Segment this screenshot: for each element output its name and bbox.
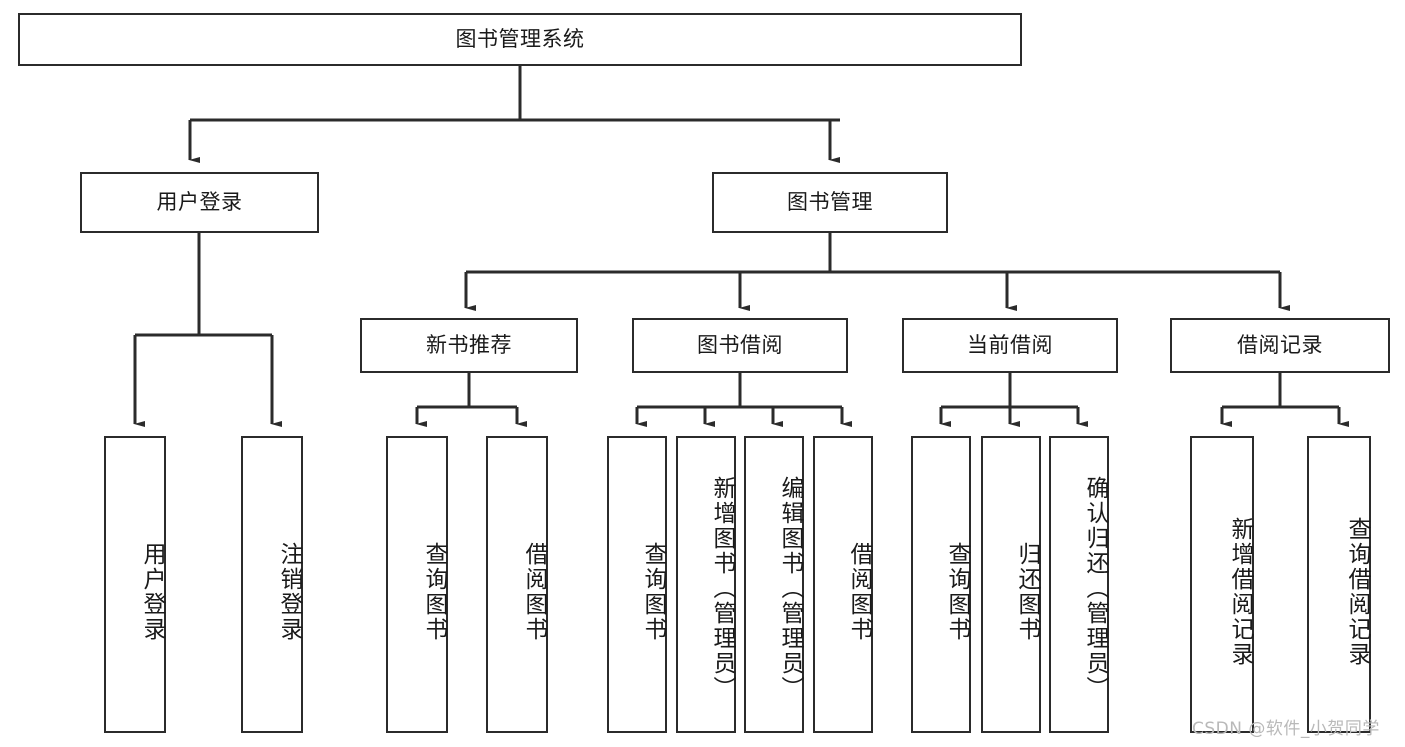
node-label: 图书管理系统 [455, 26, 585, 51]
node-label: 编辑图书（管理员） [777, 476, 803, 701]
node-borrow-records[interactable]: 借阅记录 [1170, 318, 1390, 373]
csdn-watermark: CSDN @软件_小贺同学 [1192, 719, 1380, 739]
node-label: 图书管理 [787, 189, 873, 214]
leaf-current-borrow-return[interactable]: 归还图书 [981, 436, 1041, 733]
node-label: 借阅图书 [846, 541, 872, 642]
node-root-system[interactable]: 图书管理系统 [18, 13, 1022, 66]
leaf-new-book-query[interactable]: 查询图书 [386, 436, 448, 733]
node-label: 注销登录 [276, 541, 302, 642]
node-book-borrow[interactable]: 图书借阅 [632, 318, 848, 373]
leaf-user-login-logout[interactable]: 注销登录 [241, 436, 303, 733]
node-label: 用户登录 [156, 189, 243, 214]
leaf-current-borrow-query[interactable]: 查询图书 [911, 436, 971, 733]
node-label: 查询图书 [421, 541, 447, 642]
node-label: 新增图书（管理员） [709, 476, 735, 701]
node-label: 查询图书 [640, 541, 666, 642]
leaf-book-borrow-borrow[interactable]: 借阅图书 [813, 436, 873, 733]
node-label: 查询借阅记录 [1344, 516, 1370, 667]
leaf-new-book-borrow[interactable]: 借阅图书 [486, 436, 548, 733]
leaf-borrow-records-query[interactable]: 查询借阅记录 [1307, 436, 1371, 733]
leaf-book-borrow-edit[interactable]: 编辑图书（管理员） [744, 436, 804, 733]
node-label: 用户登录 [139, 541, 165, 642]
node-new-book-recommend[interactable]: 新书推荐 [360, 318, 578, 373]
leaf-book-borrow-add[interactable]: 新增图书（管理员） [676, 436, 736, 733]
node-label: 查询图书 [944, 541, 970, 642]
leaf-borrow-records-add[interactable]: 新增借阅记录 [1190, 436, 1254, 733]
node-label: 图书借阅 [697, 332, 783, 357]
node-book-management[interactable]: 图书管理 [712, 172, 948, 233]
leaf-user-login-login[interactable]: 用户登录 [104, 436, 166, 733]
node-label: 新书推荐 [426, 332, 512, 357]
node-label: 借阅图书 [521, 541, 547, 642]
node-label: 当前借阅 [967, 332, 1053, 357]
leaf-book-borrow-query[interactable]: 查询图书 [607, 436, 667, 733]
node-user-login[interactable]: 用户登录 [80, 172, 319, 233]
node-label: 确认归还（管理员） [1082, 476, 1108, 701]
leaf-current-borrow-confirm-return[interactable]: 确认归还（管理员） [1049, 436, 1109, 733]
node-label: 借阅记录 [1237, 332, 1323, 357]
node-current-borrow[interactable]: 当前借阅 [902, 318, 1118, 373]
node-label: 归还图书 [1014, 541, 1040, 642]
node-label: 新增借阅记录 [1227, 516, 1253, 667]
